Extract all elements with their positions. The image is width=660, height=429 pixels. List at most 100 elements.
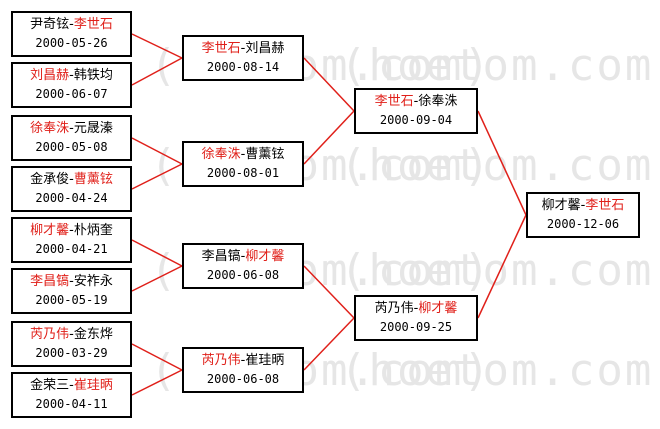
match-date: 2000-04-24 [35,191,108,205]
match-date: 2000-08-01 [206,166,280,180]
versus-dash: - [240,41,246,56]
match-box: 柳才馨-朴炳奎 2000-04-21 [11,217,132,263]
match-players: 李世石-徐奉洙 [375,92,458,111]
match-box: 尹奇铉-李世石 2000-05-26 [11,11,132,57]
bracket-connector [303,265,355,319]
match-date: 2000-05-08 [35,140,108,154]
match-box: 李世石-刘昌赫 2000-08-14 [182,35,304,81]
versus-dash: - [69,378,74,393]
player-name: 李昌镐 [30,274,70,289]
bracket-connector [131,137,183,165]
player-name: 徐奉洙 [30,121,70,136]
match-date: 2000-04-21 [35,242,108,256]
match-players: 刘昌赫-韩铁均 [30,66,113,85]
bracket-connector [303,57,355,112]
versus-dash: - [69,274,74,289]
match-box: 徐奉洙-元晟溱 2000-05-08 [11,115,132,161]
player-name: 李世石 [374,94,414,109]
versus-dash: - [240,249,246,264]
bracket-connector [131,239,183,267]
player-name: 柳才馨 [245,249,285,264]
match-players: 李昌镐-安祚永 [30,272,113,291]
match-players: 李昌镐-柳才馨 [202,247,285,266]
match-players: 柳才馨-李世石 [542,196,625,215]
match-date: 2000-03-29 [35,346,108,360]
bracket-connector [131,57,183,86]
player-name: 刘昌赫 [30,68,70,83]
match-players: 徐奉洙-曹薰铉 [202,145,285,164]
player-name: 尹奇铉 [30,17,70,32]
player-name: 韩铁均 [73,68,113,83]
match-date: 2000-06-08 [206,268,280,282]
player-name: 曹薰铉 [245,147,285,162]
versus-dash: - [69,172,74,187]
versus-dash: - [240,353,246,368]
match-date: 2000-04-11 [35,397,108,411]
versus-dash: - [69,68,74,83]
bracket-connector [131,369,183,396]
match-box: 柳才馨-李世石 2000-12-06 [526,192,640,238]
versus-dash: - [580,198,586,213]
match-box: 李世石-徐奉洙 2000-09-04 [354,88,478,134]
match-date: 2000-05-19 [35,293,108,307]
bracket-connector [303,110,355,165]
match-box: 金荣三-崔珪昞 2000-04-11 [11,372,132,418]
bracket-connector [131,163,183,190]
player-name: 徐奉洙 [201,147,241,162]
bracket-connector [131,343,183,371]
match-players: 徐奉洙-元晟溱 [30,119,113,138]
bracket-connector [477,214,527,319]
versus-dash: - [413,301,419,316]
match-box: 李昌镐-安祚永 2000-05-19 [11,268,132,314]
bracket-connector [477,110,527,216]
match-players: 金承俊-曹薰铉 [30,170,113,189]
player-name: 芮乃伟 [374,301,414,316]
match-date: 2000-05-26 [35,36,108,50]
player-name: 金东烨 [73,327,113,342]
player-name: 柳才馨 [30,223,70,238]
versus-dash: - [69,121,74,136]
match-box: 刘昌赫-韩铁均 2000-06-07 [11,62,132,108]
versus-dash: - [69,327,74,342]
player-name: 曹薰铉 [73,172,113,187]
player-name: 元晟溱 [73,121,113,136]
player-name: 刘昌赫 [245,41,285,56]
versus-dash: - [240,147,246,162]
player-name: 安祚永 [73,274,113,289]
player-name: 金承俊 [30,172,70,187]
player-name: 徐奉洙 [418,94,458,109]
match-players: 芮乃伟-崔珪昞 [202,351,285,370]
versus-dash: - [69,17,74,32]
player-name: 芮乃伟 [201,353,241,368]
player-name: 柳才馨 [418,301,458,316]
match-date: 2000-09-25 [379,320,453,334]
match-players: 尹奇铉-李世石 [30,15,113,34]
player-name: 李世石 [201,41,241,56]
match-players: 李世石-刘昌赫 [202,39,285,58]
match-date: 2000-12-06 [546,217,620,231]
match-players: 柳才馨-朴炳奎 [30,221,113,240]
match-box: 芮乃伟-金东烨 2000-03-29 [11,321,132,367]
versus-dash: - [69,223,74,238]
player-name: 金荣三 [30,378,70,393]
match-box: 芮乃伟-崔珪昞 2000-06-08 [182,347,304,393]
match-players: 金荣三-崔珪昞 [30,376,113,395]
player-name: 崔珪昞 [245,353,285,368]
match-players: 芮乃伟-柳才馨 [375,299,458,318]
match-box: 李昌镐-柳才馨 2000-06-08 [182,243,304,289]
bracket-connector [303,317,355,371]
match-date: 2000-08-14 [206,60,280,74]
match-date: 2000-09-04 [379,113,453,127]
player-name: 柳才馨 [541,198,581,213]
match-box: 芮乃伟-柳才馨 2000-09-25 [354,295,478,341]
versus-dash: - [413,94,419,109]
match-date: 2000-06-07 [35,87,108,101]
player-name: 崔珪昞 [73,378,113,393]
match-box: 金承俊-曹薰铉 2000-04-24 [11,166,132,212]
player-name: 李昌镐 [201,249,241,264]
match-box: 徐奉洙-曹薰铉 2000-08-01 [182,141,304,187]
player-name: 李世石 [73,17,113,32]
match-date: 2000-06-08 [206,372,280,386]
match-players: 芮乃伟-金东烨 [30,325,113,344]
